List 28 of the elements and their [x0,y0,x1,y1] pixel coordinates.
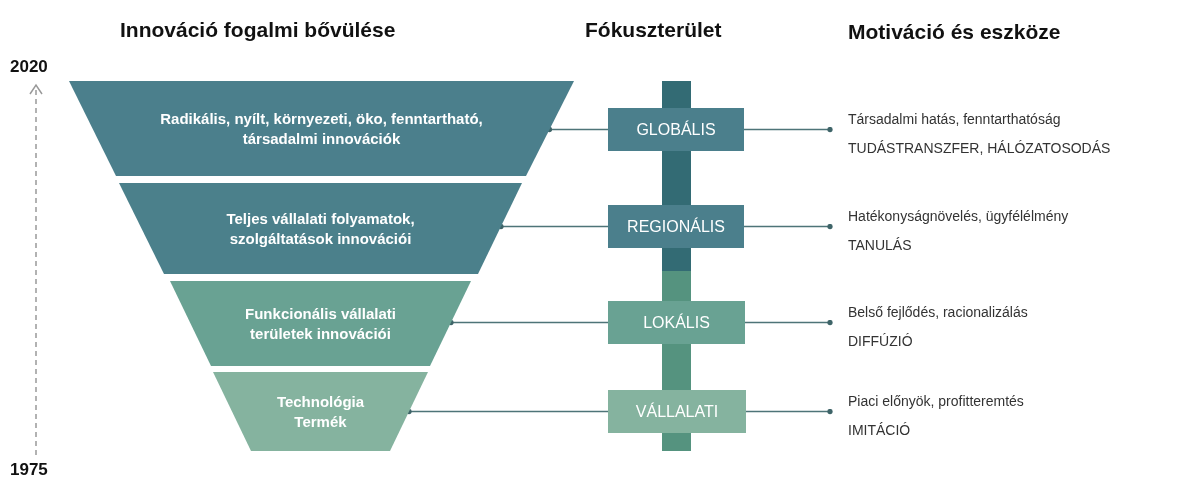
column-heading: Innováció fogalmi bővülése [120,18,396,42]
focus-box: REGIONÁLIS [608,205,744,248]
connector-line [743,223,833,230]
column-heading: Fókuszterület [585,18,722,42]
focus-box: LOKÁLIS [608,301,745,344]
segment-text: Teljes vállalati folyamatok, szolgáltatások innovációi [225,208,416,249]
connector-line [745,408,833,415]
motivation-text: Társadalmi hatás, fenntarthatóság [848,110,1062,128]
motivation-text: Belső fejlődés, racionalizálás [848,303,1028,321]
connector-line [406,408,609,415]
tool-text: DIFFÚZIÓ [848,332,914,350]
segment-text: Radikális, nyílt, környezeti, öko, fenntartható, társadalmi innovációk [159,108,484,149]
tool-text: TUDÁSTRANSZFER, HÁLÓZATOSODÁS [848,139,1111,157]
tool-text: IMITÁCIÓ [848,421,912,439]
focus-box: GLOBÁLIS [608,108,744,151]
connector-line [743,126,833,133]
column-heading: Motiváció és eszköze [848,20,1061,44]
connector-line [498,223,609,230]
connector-line [744,319,833,326]
focus-box: VÁLLALATI [608,390,746,433]
motivation-text: Hatékonyságnövelés, ügyfélélmény [848,207,1069,225]
tool-text: TANULÁS [848,236,913,254]
year-label: 2020 [10,57,48,77]
connector-line [448,319,609,326]
year-label: 1975 [10,460,48,480]
segment-text: Technológia Termék [275,391,366,432]
segment-text: Funkcionális vállalati területek innovációi [244,303,397,344]
motivation-text: Piaci előnyök, profitteremtés [848,392,1024,410]
